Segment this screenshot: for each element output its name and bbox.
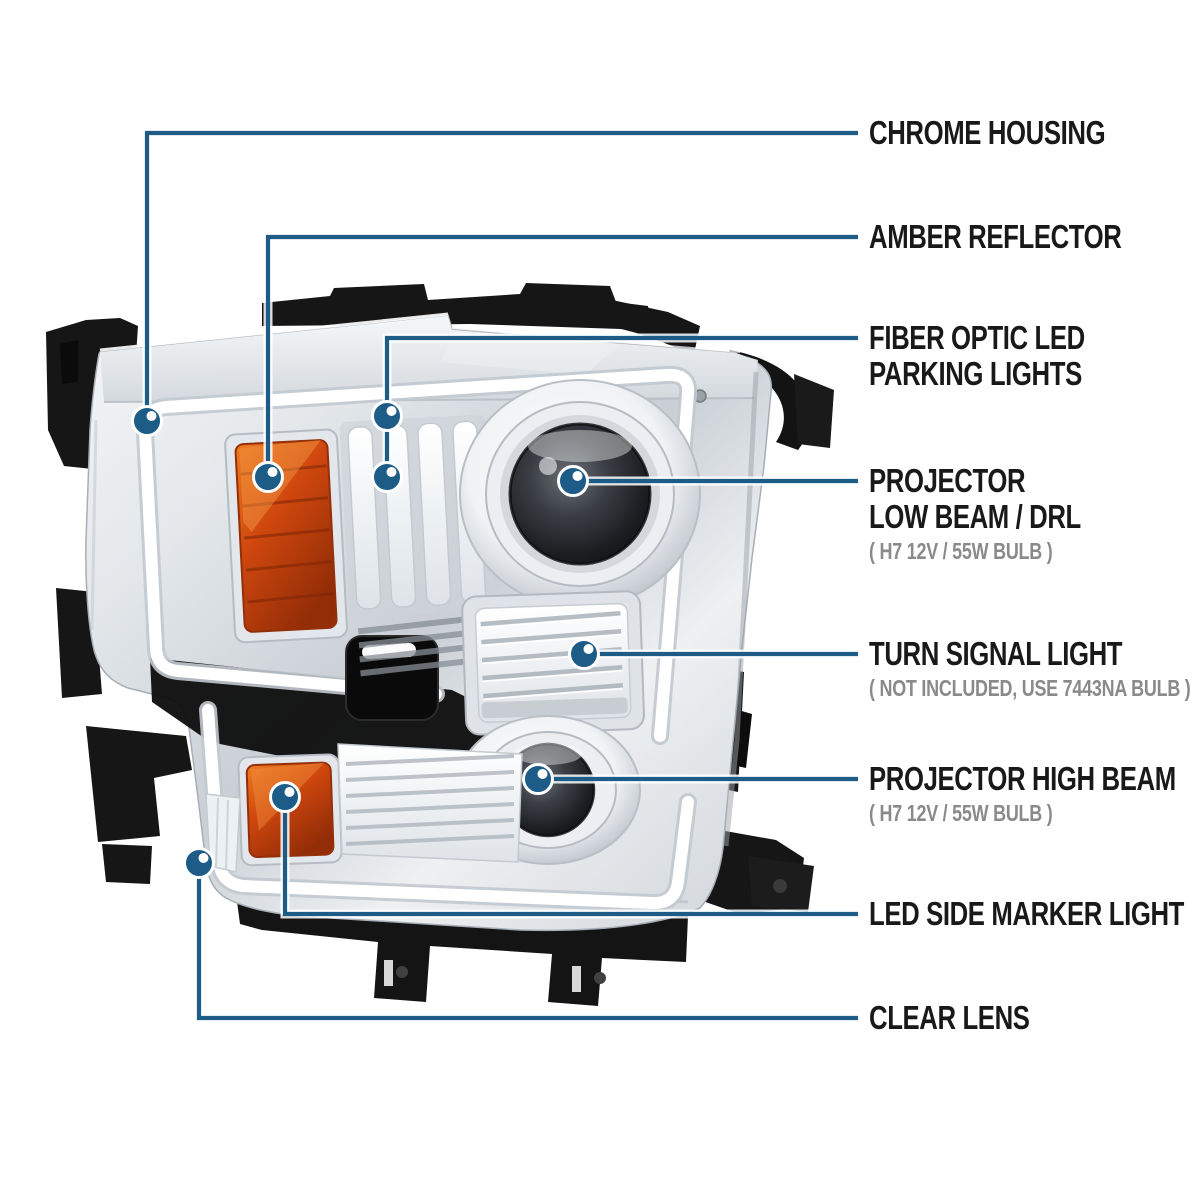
callout-dot-core [386,406,397,416]
turn-signal-reflector [461,590,645,736]
callout-line-halo-side-marker [280,797,858,919]
callout-line-halo-clear-lens [194,863,858,1023]
callout-dot-core [572,471,583,481]
callout-dot-core [146,411,157,421]
callout-dot-amber-reflector [252,461,284,493]
callout-dot-core [537,769,548,779]
callout-dot-core [198,853,209,863]
callout-dot-low-beam [557,465,589,497]
callout-line-halo-chrome-housing [142,128,858,421]
callout-dot-turn-signal [568,638,600,670]
callout-line-clear-lens [196,863,858,1021]
callout-line-amber-reflector [265,234,858,477]
callout-dot-side-marker [269,781,301,813]
callout-dot-fiber-optic-led [371,400,403,432]
callout-line-halo-fiber-optic-led [382,333,858,477]
amber-reflector [224,428,348,644]
callout-line-side-marker [282,797,858,917]
callout-dot-high-beam [522,763,554,795]
callout-dot-core [284,787,295,797]
clear-lens-ribs [205,743,523,873]
callout-line-halo-amber-reflector [263,232,858,477]
callout-dot-core [386,467,397,477]
callout-line-chrome-housing [144,130,858,421]
callout-line-fiber-optic-led [384,335,858,477]
callout-dot-core [267,467,278,477]
callout-dot-clear-lens [183,847,215,879]
callout-dot-core [583,644,594,654]
callout-dot-fiber-optic-led [371,461,403,493]
callout-dot-chrome-housing [131,405,163,437]
